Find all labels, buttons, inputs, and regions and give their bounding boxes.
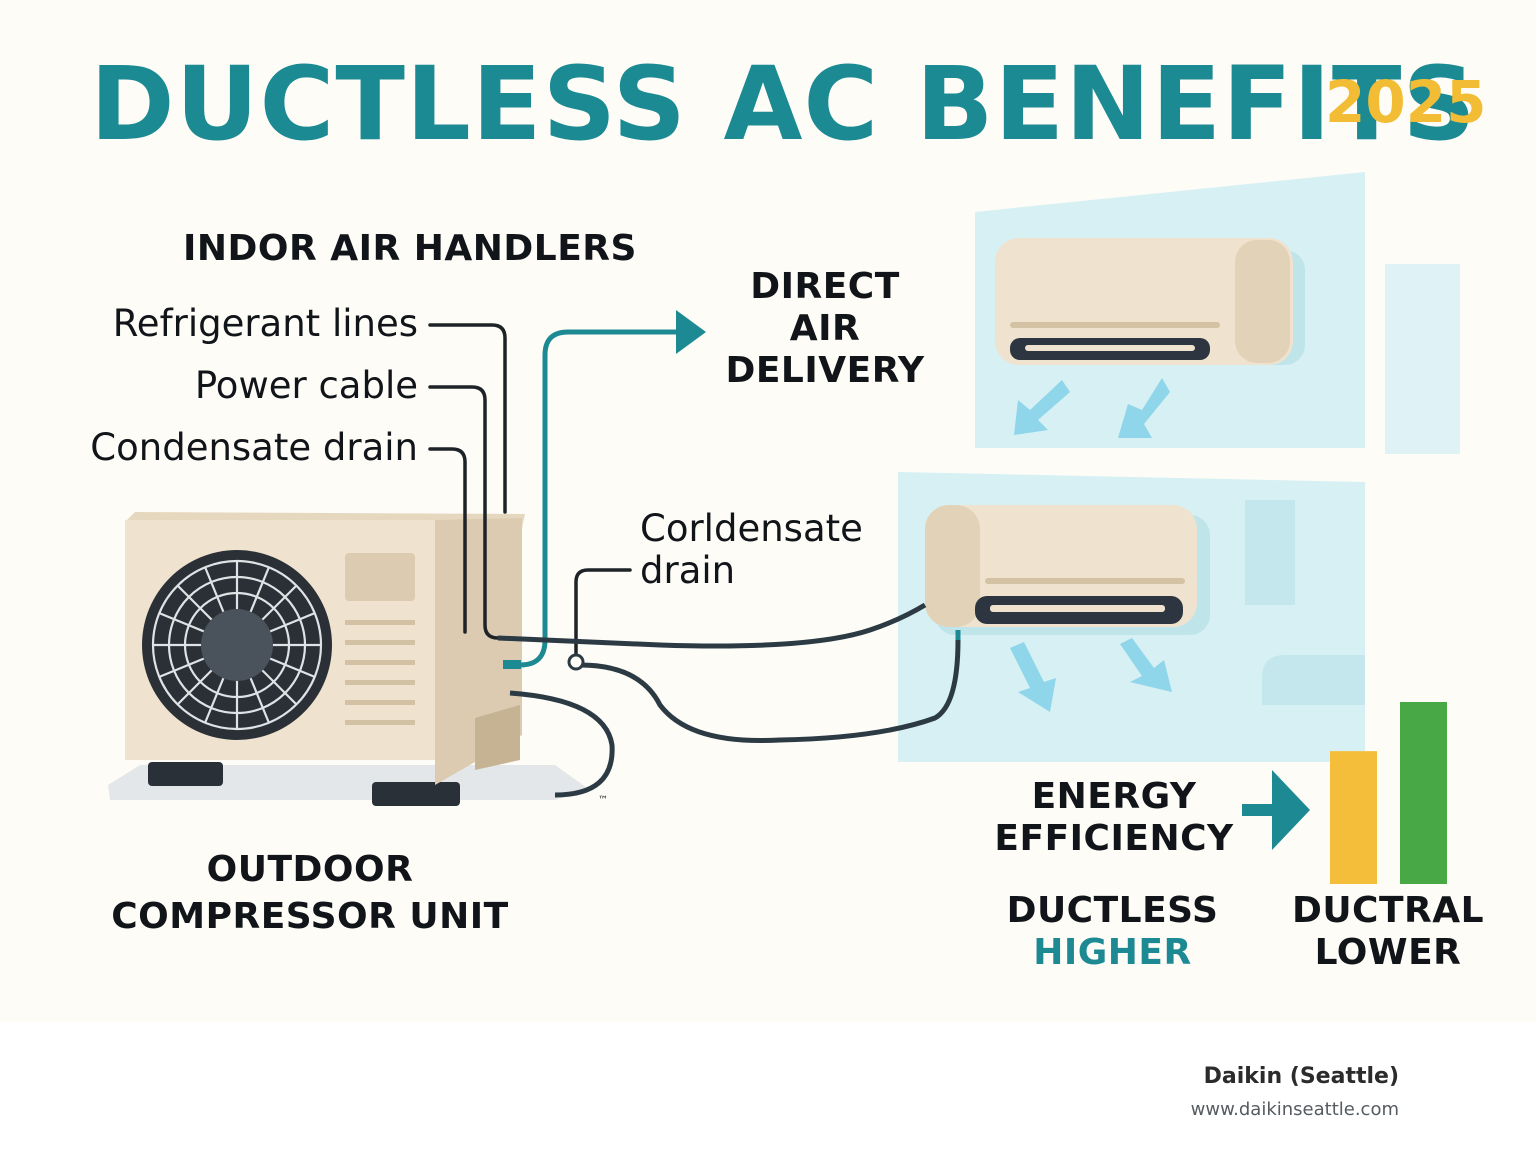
condensate-drain-mid-line-1: Corldensate — [640, 507, 863, 550]
direct-air-delivery-line-1: DIRECT — [750, 266, 900, 307]
energy-efficiency-line-1: ENERGY — [1031, 776, 1197, 817]
ductless-rating: HIGHER — [1033, 932, 1192, 973]
ductral-rating: LOWER — [1314, 932, 1462, 973]
line-to-lower-unit — [497, 602, 927, 649]
ductral-name: DUCTRAL — [1291, 890, 1485, 931]
ductral-comparison: DUCTRAL LOWER — [1288, 890, 1488, 974]
outdoor-compressor-unit-label: OUTDOOR COMPRESSOR UNIT — [100, 846, 520, 940]
direct-air-delivery-line-2: AIR — [789, 308, 861, 349]
energy-efficiency-label: ENERGY EFFICIENCY — [990, 776, 1238, 860]
label-leader-lines — [428, 323, 632, 657]
ductless-name: DUCTLESS — [1006, 890, 1219, 931]
efficiency-bars — [1330, 702, 1447, 884]
fan-icon — [142, 550, 332, 740]
arrow-right-icon — [676, 310, 706, 354]
ductless-efficiency-bar — [1330, 751, 1377, 884]
arrow-right-icon — [1242, 770, 1310, 850]
upper-indoor-unit-icon — [995, 238, 1305, 365]
page-title: DUCTLESS AC BENEFITS — [90, 45, 1477, 164]
return-line-from-lower-unit — [579, 639, 961, 744]
outdoor-compressor-unit-line-1: OUTDOOR — [206, 849, 414, 890]
refrigerant-lines-label: Refrigerant lines — [112, 302, 418, 345]
upper-window-shape — [1385, 264, 1460, 454]
airflow-arrow-icon — [1010, 638, 1172, 712]
lower-wall-corner-shape — [1262, 655, 1365, 705]
energy-efficiency-line-2: EFFICIENCY — [994, 818, 1234, 859]
teal-connector — [503, 660, 521, 669]
drain-line — [509, 690, 615, 798]
power-cable-label: Power cable — [194, 364, 418, 407]
lower-indoor-unit-icon — [925, 505, 1210, 635]
condensate-drain-mid-line-2: drain — [640, 549, 736, 592]
brand-url: www.daikinseattle.com — [1190, 1099, 1399, 1120]
footer-band — [0, 1022, 1536, 1154]
brand-name: Daikin (Seattle) — [1203, 1064, 1399, 1089]
trademark-mark: ™ — [598, 795, 608, 806]
ductral-efficiency-bar — [1400, 702, 1447, 884]
condensate-drain-mid-label: Corldensate drain — [640, 508, 863, 592]
cable-junction — [567, 653, 585, 671]
outdoor-compressor-unit-line-2: COMPRESSOR UNIT — [111, 896, 509, 937]
direct-air-delivery-line-3: DELIVERY — [725, 350, 925, 391]
lower-window-shape — [1245, 500, 1295, 605]
direct-air-delivery-label: DIRECT AIR DELIVERY — [720, 266, 930, 392]
condensate-drain-label: Condensate drain — [90, 426, 418, 469]
indoor-air-handlers-label: INDOR AIR HANDLERS — [183, 228, 637, 269]
refrigerant-line-to-upper-unit — [508, 329, 680, 668]
airflow-arrow-icon — [1014, 378, 1170, 438]
year-label: 2025 — [1325, 68, 1487, 136]
ductless-comparison: DUCTLESS HIGHER — [1000, 890, 1225, 974]
